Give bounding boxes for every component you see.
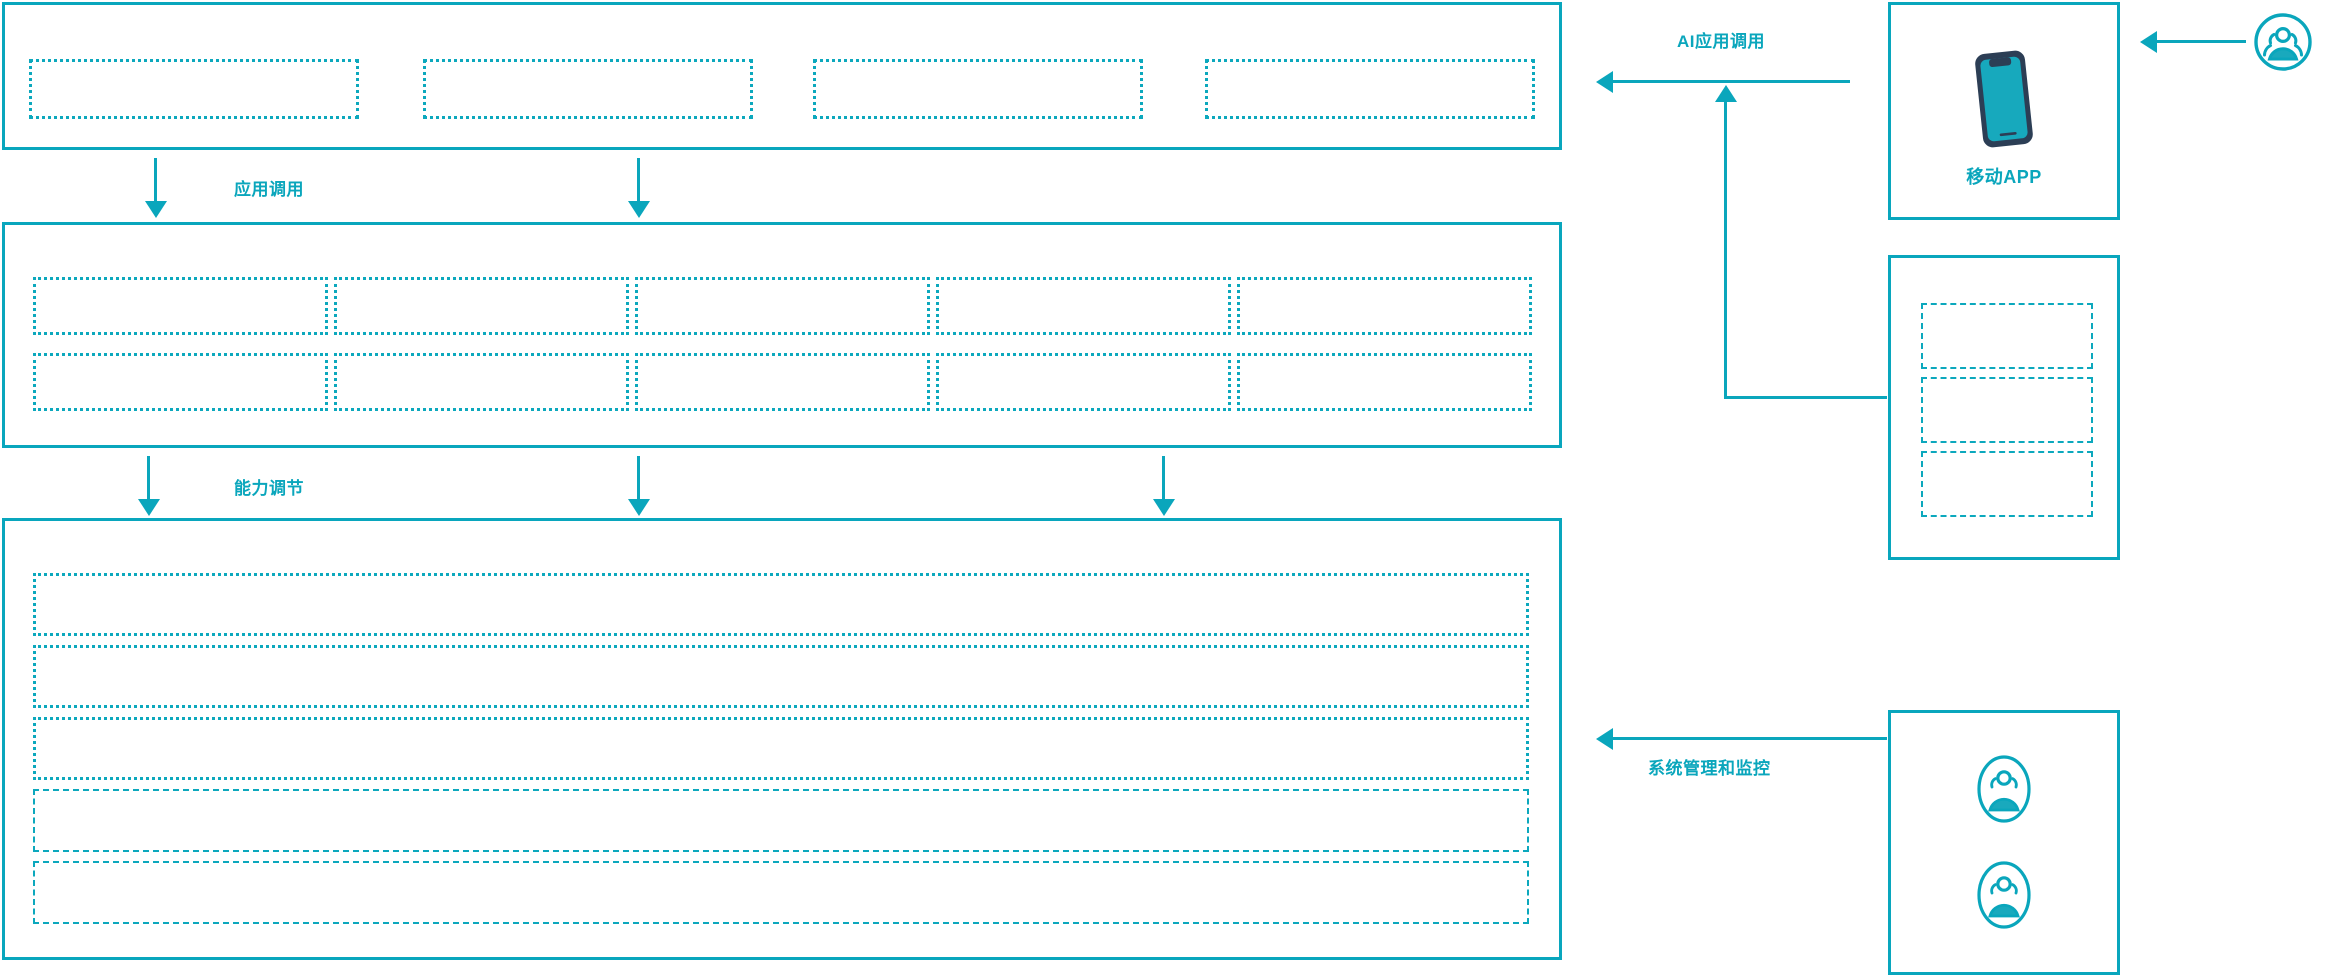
capability-cell-c5-top[interactable] bbox=[1237, 277, 1532, 335]
app-invoke-arrow-shaft-right bbox=[637, 158, 640, 203]
flow-label-capability-adjust: 能力调节 bbox=[234, 479, 304, 498]
channel-slot-1[interactable] bbox=[1921, 303, 2093, 369]
capability-adjust-arrow-head-1 bbox=[138, 499, 160, 516]
capability-adjust-arrow-head-3 bbox=[1153, 499, 1175, 516]
capability-cell-c2-top[interactable] bbox=[334, 277, 629, 335]
infrastructure-row-3[interactable] bbox=[33, 717, 1529, 780]
system-monitor-arrow-head bbox=[1596, 728, 1613, 750]
capability-cell-c4-bottom[interactable] bbox=[936, 353, 1231, 411]
app-invoke-arrow-head-right bbox=[628, 201, 650, 218]
channel-elbow-vertical bbox=[1724, 99, 1727, 399]
channel-elbow-arrow-head bbox=[1715, 85, 1737, 102]
infrastructure-row-1[interactable] bbox=[33, 573, 1529, 636]
infrastructure-row-4[interactable] bbox=[33, 789, 1529, 852]
capability-adjust-arrow-shaft-1 bbox=[147, 456, 150, 501]
app-invoke-arrow-head-left bbox=[145, 201, 167, 218]
operations-box[interactable] bbox=[1888, 710, 2120, 975]
capability-cell-c2-bottom[interactable] bbox=[334, 353, 629, 411]
capability-layer-panel bbox=[2, 222, 1562, 448]
channel-elbow-horizontal bbox=[1724, 396, 1887, 399]
capability-cell-c3-top[interactable] bbox=[635, 277, 930, 335]
channel-box[interactable] bbox=[1888, 255, 2120, 560]
application-cell-4[interactable] bbox=[1205, 59, 1535, 119]
capability-cell-c1-top[interactable] bbox=[33, 277, 328, 335]
capability-cell-c5-bottom[interactable] bbox=[1237, 353, 1532, 411]
mobile-app-box[interactable]: 移动APP bbox=[1888, 2, 2120, 220]
capability-adjust-arrow-shaft-3 bbox=[1162, 456, 1165, 501]
flow-label-app-invoke: 应用调用 bbox=[234, 180, 304, 199]
user-person-icon-1[interactable] bbox=[1975, 753, 2033, 825]
capability-cell-c3-bottom[interactable] bbox=[635, 353, 930, 411]
ai-app-invoke-arrow-shaft bbox=[1612, 80, 1850, 83]
ai-app-invoke-arrow-head bbox=[1596, 71, 1613, 93]
app-invoke-arrow-shaft-left bbox=[154, 158, 157, 203]
capability-cell-c1-bottom[interactable] bbox=[33, 353, 328, 411]
application-cell-1[interactable] bbox=[29, 59, 359, 119]
channel-slot-3[interactable] bbox=[1921, 451, 2093, 517]
application-cell-2[interactable] bbox=[423, 59, 753, 119]
smartphone-icon bbox=[1956, 43, 2052, 155]
user-person-icon-2[interactable] bbox=[1975, 859, 2033, 931]
user-to-mobile-arrow-shaft bbox=[2156, 40, 2246, 43]
infrastructure-row-5[interactable] bbox=[33, 861, 1529, 924]
channel-slot-2[interactable] bbox=[1921, 377, 2093, 443]
mobile-app-label: 移动APP bbox=[1966, 167, 2042, 187]
infrastructure-row-2[interactable] bbox=[33, 645, 1529, 708]
capability-adjust-arrow-head-2 bbox=[628, 499, 650, 516]
flow-label-system-monitor: 系统管理和监控 bbox=[1648, 759, 1771, 778]
system-monitor-arrow-shaft bbox=[1612, 737, 1887, 740]
capability-cell-c4-top[interactable] bbox=[936, 277, 1231, 335]
user-to-mobile-arrow-head bbox=[2140, 31, 2157, 53]
users-group-icon[interactable] bbox=[2252, 11, 2314, 73]
flow-label-ai-app-invoke: AI应用调用 bbox=[1677, 32, 1765, 51]
application-cell-3[interactable] bbox=[813, 59, 1143, 119]
capability-adjust-arrow-shaft-2 bbox=[637, 456, 640, 501]
